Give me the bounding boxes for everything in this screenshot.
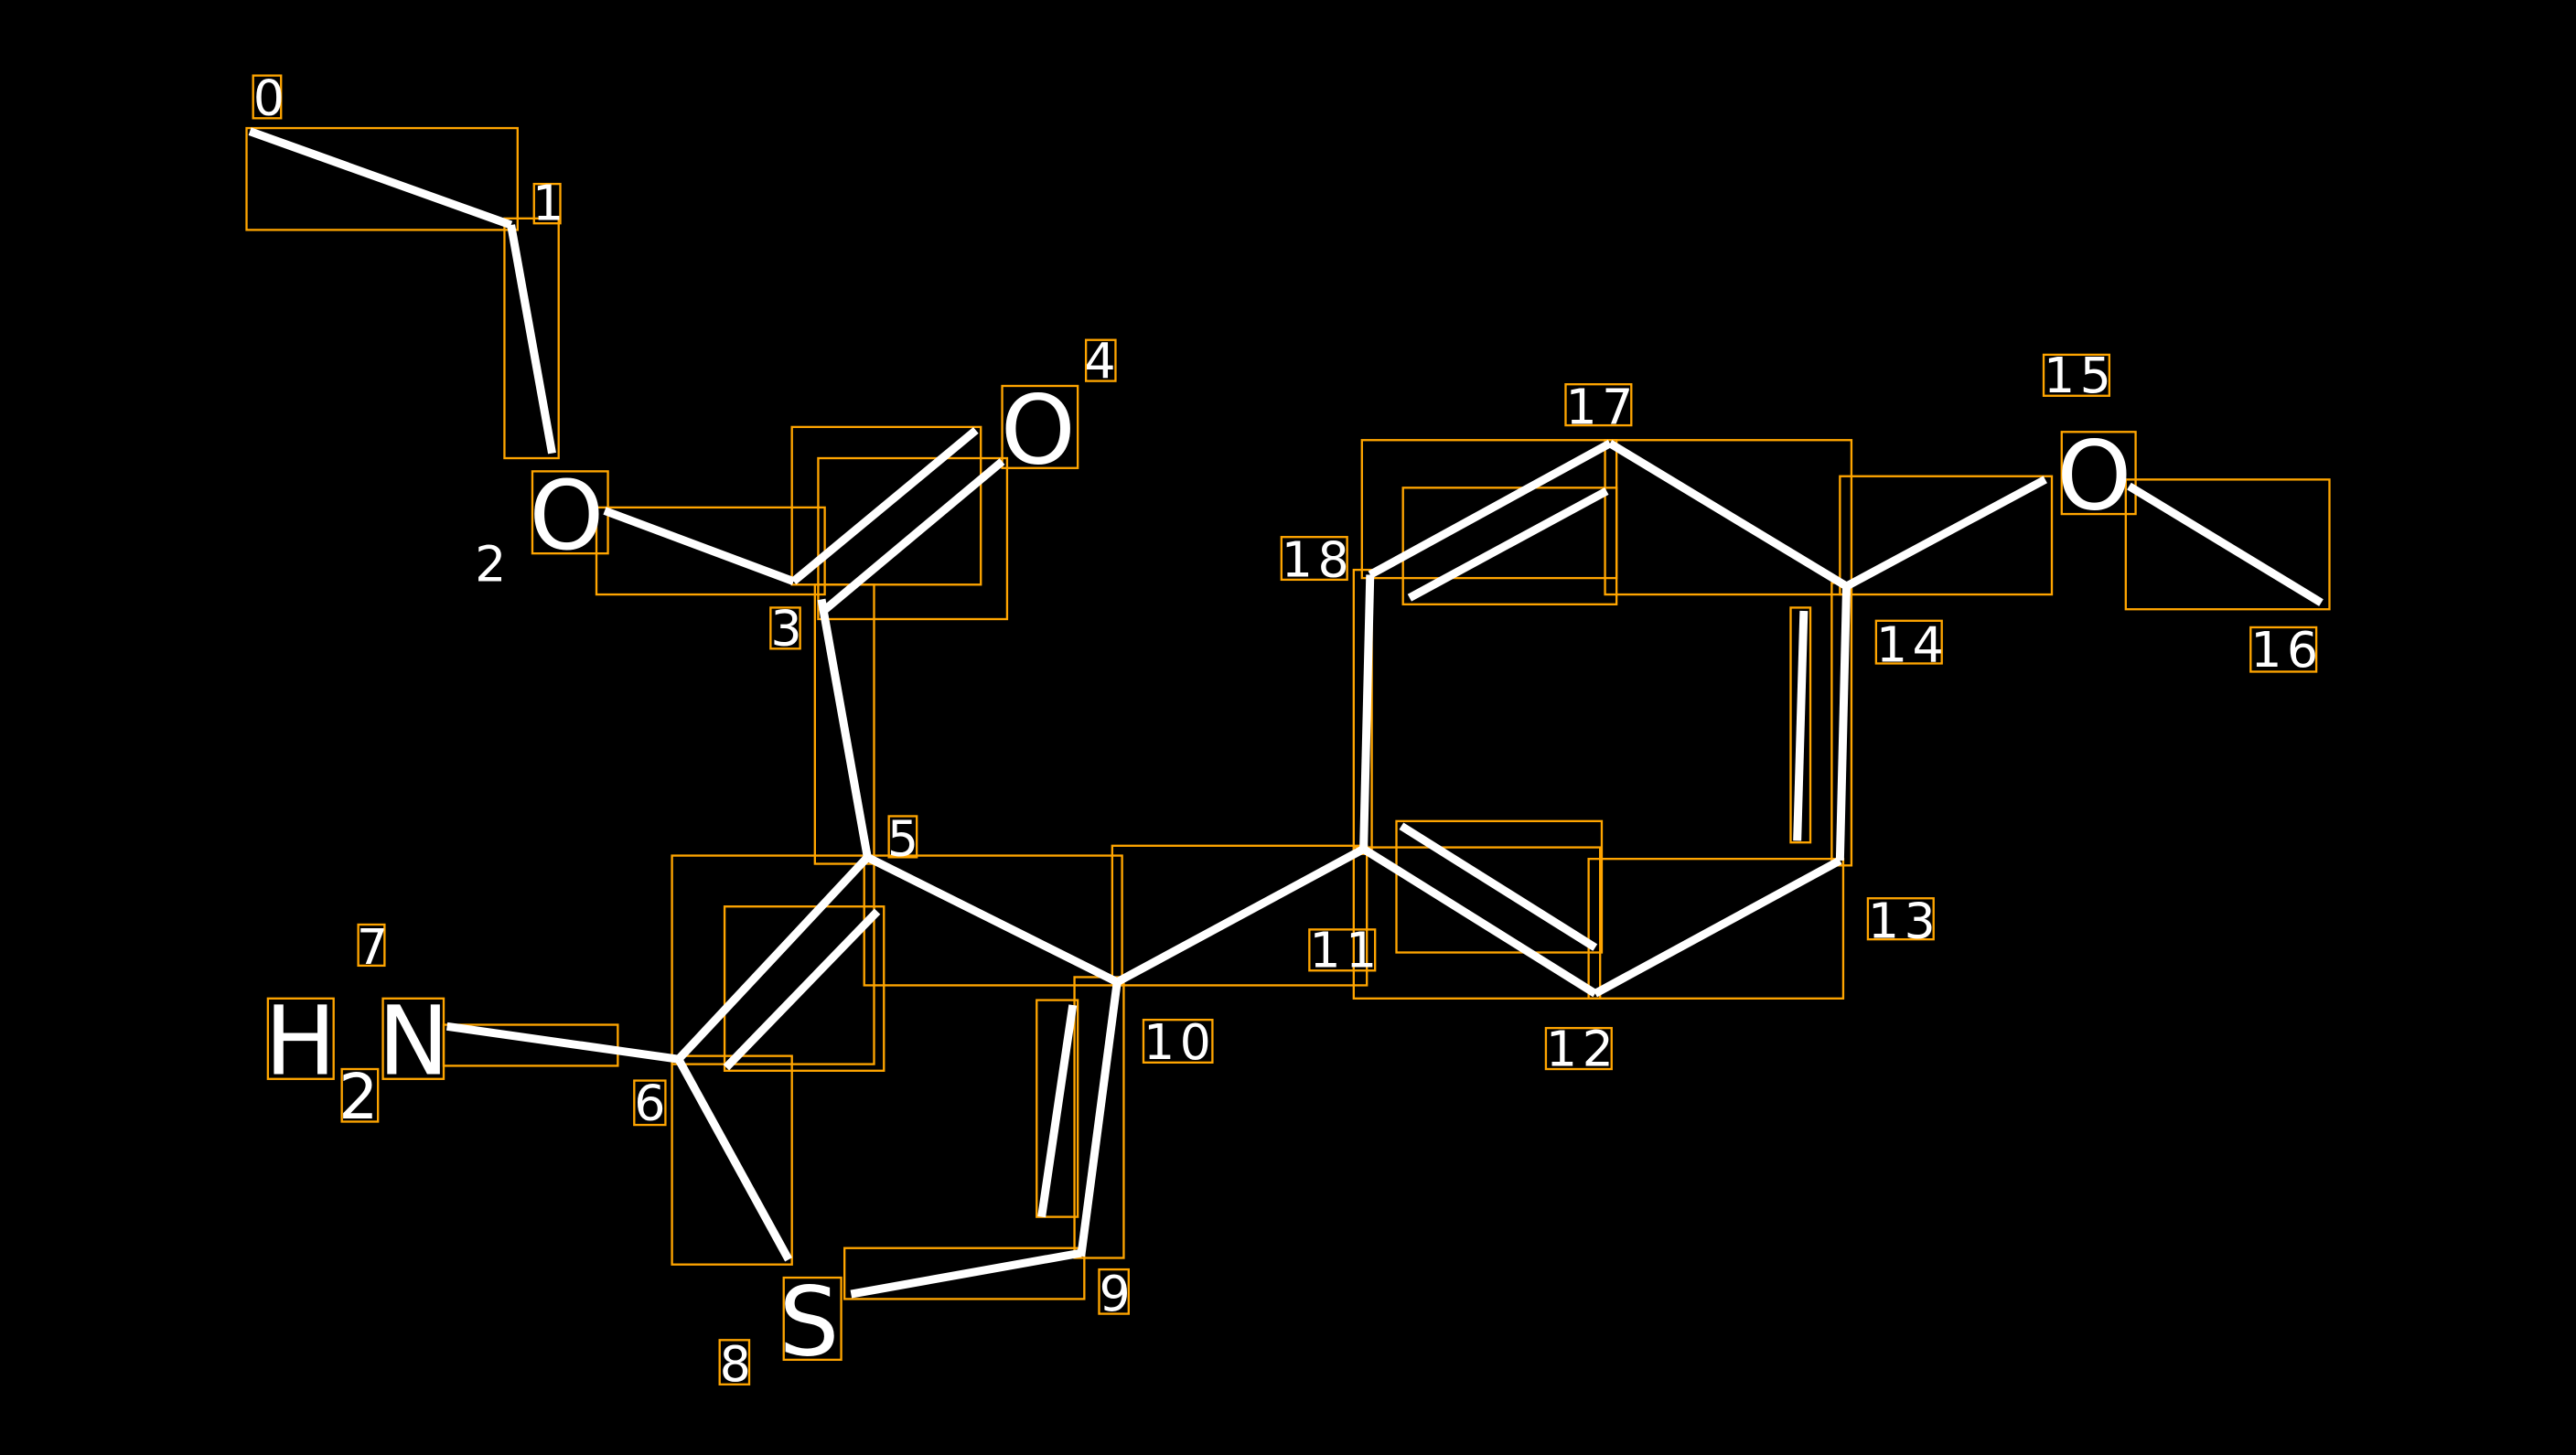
index-label-12: 12 xyxy=(1546,1020,1618,1077)
bounding-box xyxy=(1308,928,1377,972)
bounding-box xyxy=(769,606,801,650)
bounding-box xyxy=(1084,338,1117,382)
bounding-box xyxy=(2042,353,2111,397)
bond-line xyxy=(1844,476,2047,591)
bond-line xyxy=(1399,822,1598,951)
bond-line xyxy=(1835,585,1852,861)
bond-line xyxy=(817,598,872,859)
atom-amine-n: N xyxy=(378,985,449,1097)
bounding-box xyxy=(357,923,386,968)
bounding-box xyxy=(1111,844,1368,987)
bond-line xyxy=(1593,857,1842,998)
bond-line xyxy=(1793,610,1809,841)
index-label-10: 10 xyxy=(1143,1013,1216,1071)
index-label-2: 2 xyxy=(475,536,511,594)
bond-line xyxy=(674,1057,793,1262)
bounding-box xyxy=(843,1246,1086,1300)
index-label-14: 14 xyxy=(1876,616,1948,674)
bond-line xyxy=(723,908,881,1071)
bounding-box xyxy=(2124,478,2331,611)
atom-o4: O xyxy=(1001,374,1076,486)
atom-o2: O xyxy=(529,460,604,572)
bounding-box xyxy=(1839,475,2054,596)
bond-line xyxy=(1115,845,1366,986)
index-label-18: 18 xyxy=(1282,530,1354,588)
bounding-box xyxy=(790,425,982,586)
bounding-box xyxy=(1352,846,1602,1000)
bounding-box xyxy=(2249,626,2318,673)
bounding-box xyxy=(532,182,562,225)
bounding-box xyxy=(1280,536,1348,582)
index-label-1: 1 xyxy=(532,175,569,232)
index-label-11: 11 xyxy=(1309,922,1381,979)
bounding-box xyxy=(671,854,875,1065)
bounding-box xyxy=(245,126,519,231)
atom-s8: S xyxy=(778,1266,839,1377)
bond-line xyxy=(865,853,1120,986)
index-label-7: 7 xyxy=(357,918,393,976)
bounding-box xyxy=(340,1067,380,1123)
bond-line xyxy=(819,458,1005,616)
index-label-3: 3 xyxy=(770,600,807,658)
bond-line xyxy=(1407,487,1609,602)
bounding-box xyxy=(887,815,918,859)
bounding-box xyxy=(1401,487,1618,605)
bounding-box xyxy=(1036,999,1079,1218)
bounding-box xyxy=(503,217,560,460)
bond-line xyxy=(248,127,513,230)
bond-line xyxy=(850,1248,1082,1299)
bond-line xyxy=(1361,845,1598,998)
bond-line xyxy=(2127,482,2324,606)
atom-amine-h: H xyxy=(264,985,336,1097)
bounding-box xyxy=(1395,819,1604,954)
bounding-box xyxy=(1604,439,1853,596)
bond-line xyxy=(1037,1004,1078,1218)
atom-amine-subscript: 2 xyxy=(338,1062,378,1134)
bond-line xyxy=(1607,439,1849,590)
bounding-box xyxy=(1544,1026,1613,1071)
index-label-13: 13 xyxy=(1868,892,1940,949)
atom-o15: O xyxy=(2056,421,2131,532)
bounding-box xyxy=(1098,1268,1130,1315)
index-label-6: 6 xyxy=(634,1075,671,1132)
bond-line xyxy=(790,427,979,585)
bounding-box xyxy=(633,1079,667,1127)
bond-line xyxy=(675,854,871,1063)
bounding-box xyxy=(1866,897,1935,941)
bond-line xyxy=(603,507,796,585)
index-label-16: 16 xyxy=(2250,621,2323,679)
bounding-box xyxy=(381,997,445,1080)
bond-line xyxy=(445,1022,680,1064)
bounding-box xyxy=(1001,384,1079,469)
index-label-15: 15 xyxy=(2044,347,2116,404)
bounding-box xyxy=(252,74,283,120)
bond-line xyxy=(1368,439,1613,579)
bond-line xyxy=(507,224,556,455)
index-label-8: 8 xyxy=(720,1335,757,1393)
bounding-box xyxy=(1564,383,1633,427)
index-label-0: 0 xyxy=(253,70,290,127)
bounding-box xyxy=(2060,431,2137,516)
index-label-4: 4 xyxy=(1084,332,1121,390)
bounding-box xyxy=(1874,619,1943,665)
bounding-box xyxy=(266,997,335,1080)
bounding-box xyxy=(782,1276,843,1362)
bounding-box xyxy=(1142,1018,1214,1064)
index-label-9: 9 xyxy=(1099,1265,1135,1322)
bounding-box xyxy=(723,905,886,1072)
bonds xyxy=(248,127,2324,1299)
index-label-17: 17 xyxy=(1565,378,1637,435)
bounding-box xyxy=(718,1339,751,1385)
bounding-boxes xyxy=(245,74,2331,1385)
bounding-box xyxy=(817,456,1009,621)
bounding-box xyxy=(813,583,875,865)
bounding-box xyxy=(1789,606,1812,844)
bond-line xyxy=(1077,981,1122,1257)
bounding-box xyxy=(1587,857,1845,1000)
bond-line xyxy=(1359,574,1375,850)
index-label-5: 5 xyxy=(887,810,924,868)
